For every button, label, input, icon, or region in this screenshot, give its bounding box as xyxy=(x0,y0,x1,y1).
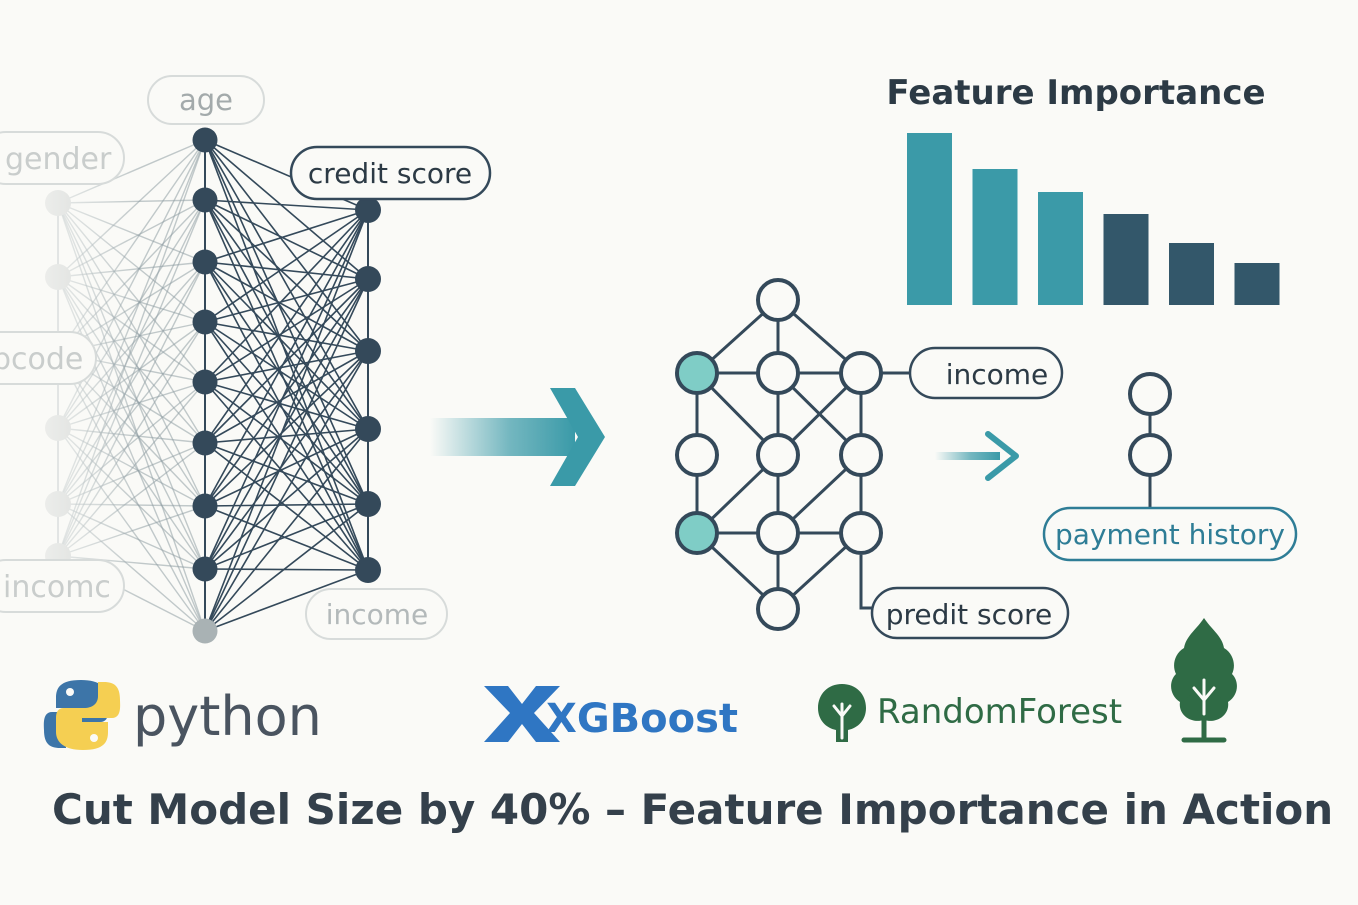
randomforest-logo: RandomForest xyxy=(818,684,1122,742)
label-incomc: incomc xyxy=(0,559,125,613)
output-node xyxy=(355,491,381,517)
tree-icon-small xyxy=(818,684,866,742)
bar-3 xyxy=(1038,192,1083,305)
label-predit-score: predit score xyxy=(870,586,1070,640)
tree-icon-large xyxy=(1171,618,1237,743)
output-node xyxy=(355,416,381,442)
svg-text:age: age xyxy=(179,83,233,117)
svg-text:payment history: payment history xyxy=(1055,518,1285,551)
pruned-node xyxy=(756,511,800,555)
svg-text:XGBoost: XGBoost xyxy=(546,696,738,742)
svg-text:RandomForest: RandomForest xyxy=(877,692,1122,732)
svg-text:predit score: predit score xyxy=(886,598,1053,631)
output-node xyxy=(355,197,381,223)
svg-text:income: income xyxy=(326,598,429,631)
svg-text:incomc: incomc xyxy=(3,570,111,605)
pruned-node xyxy=(839,511,883,555)
svg-text:income: income xyxy=(946,358,1049,391)
bar-4 xyxy=(1103,214,1149,305)
pruned-node xyxy=(675,433,719,477)
small-network xyxy=(1128,372,1172,510)
output-node xyxy=(355,338,381,364)
bar-2 xyxy=(972,169,1018,305)
label-pcode: pcode xyxy=(0,331,97,385)
pruned-node xyxy=(756,278,800,322)
python-icon xyxy=(43,680,121,750)
pruned-node xyxy=(839,351,883,395)
headline: Cut Model Size by 40% – Feature Importan… xyxy=(52,785,1333,834)
pruned-node xyxy=(756,587,800,631)
xgboost-logo: XGBoost xyxy=(484,686,738,742)
xgboost-icon xyxy=(484,686,560,742)
label-income-faded: income xyxy=(305,588,448,640)
bar-1 xyxy=(907,133,952,305)
bar-chart xyxy=(907,133,1280,305)
python-logo: python xyxy=(43,680,322,750)
pruned-node xyxy=(756,351,800,395)
output-node xyxy=(355,557,381,583)
svg-text:credit score: credit score xyxy=(308,157,472,190)
output-node xyxy=(355,266,381,292)
pruned-network xyxy=(675,278,912,631)
arrow-large xyxy=(430,388,605,486)
highlighted-node xyxy=(675,351,719,395)
arrow-small xyxy=(935,431,1019,481)
pruned-node xyxy=(756,433,800,477)
label-income: income xyxy=(908,346,1064,400)
label-payment-history: payment history xyxy=(1042,506,1298,562)
bar-6 xyxy=(1234,263,1280,305)
highlighted-node xyxy=(675,511,719,555)
label-credit-score: credit score xyxy=(289,145,492,201)
label-age: age xyxy=(147,75,265,125)
svg-text:gender: gender xyxy=(5,142,112,177)
chart-title: Feature Importance xyxy=(886,73,1265,113)
svg-text:pcode: pcode xyxy=(0,342,83,377)
label-gender: gender xyxy=(0,131,125,185)
pruned-node xyxy=(839,433,883,477)
svg-text:python: python xyxy=(133,685,322,748)
bar-5 xyxy=(1169,243,1214,305)
